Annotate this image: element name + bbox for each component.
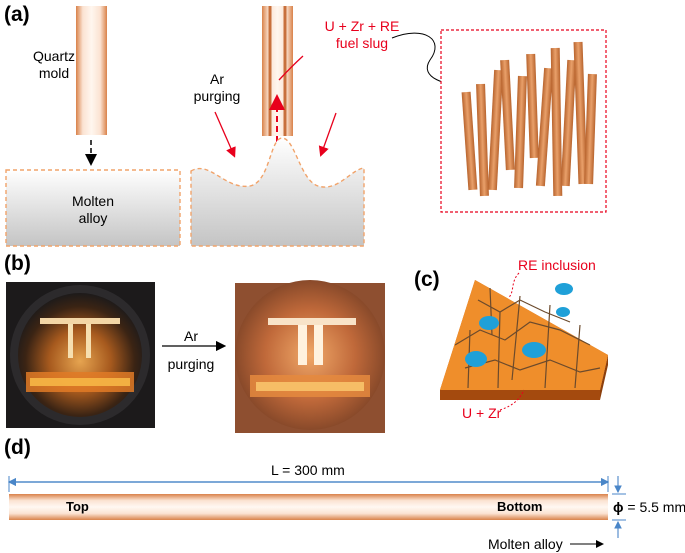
ar-purging-label-b: Ar purging	[167, 328, 215, 372]
length-label: L = 300 mm	[271, 462, 345, 478]
ar-flow-arrow-right	[318, 112, 337, 157]
bottom-label: Bottom	[497, 499, 543, 514]
fuel-slug-rod	[9, 494, 608, 520]
quartz-mold-label: Quartz mold	[32, 48, 75, 81]
fuel-slug-label: U + Zr + RE fuel slug	[324, 18, 400, 51]
molten-alloy-bath	[5, 169, 181, 247]
molten-alloy-label: Molten alloy	[71, 193, 115, 226]
re-inclusion-blob	[465, 351, 487, 367]
diameter-label: ϕ = 5.5 mm	[613, 499, 685, 516]
diameter-value: = 5.5 mm	[627, 499, 685, 515]
molten-alloy-label-d: Molten alloy	[488, 536, 563, 552]
u-zr-label: U + Zr	[462, 405, 502, 421]
re-inclusion-blob	[556, 307, 570, 317]
panel-b-label: (b)	[4, 252, 31, 275]
re-inclusion-label: RE inclusion	[518, 257, 596, 273]
panel-d-label: (d)	[4, 436, 31, 459]
re-inclusion-blob	[555, 283, 573, 295]
phi-symbol: ϕ	[613, 499, 624, 515]
fuel-slug-rods	[461, 41, 597, 197]
ar-purging-label: Ar purging	[193, 71, 241, 104]
panel-c-label: (c)	[414, 268, 440, 291]
top-label: Top	[66, 499, 89, 514]
microstructure-block	[440, 280, 608, 400]
re-inclusion-blob	[522, 342, 546, 358]
panel-a-label: (a)	[4, 3, 30, 26]
quartz-mold-tube	[76, 6, 107, 135]
ar-flow-arrow-left	[214, 111, 236, 158]
re-inclusion-blob	[479, 316, 499, 330]
molten-alloy-raised	[190, 137, 365, 247]
